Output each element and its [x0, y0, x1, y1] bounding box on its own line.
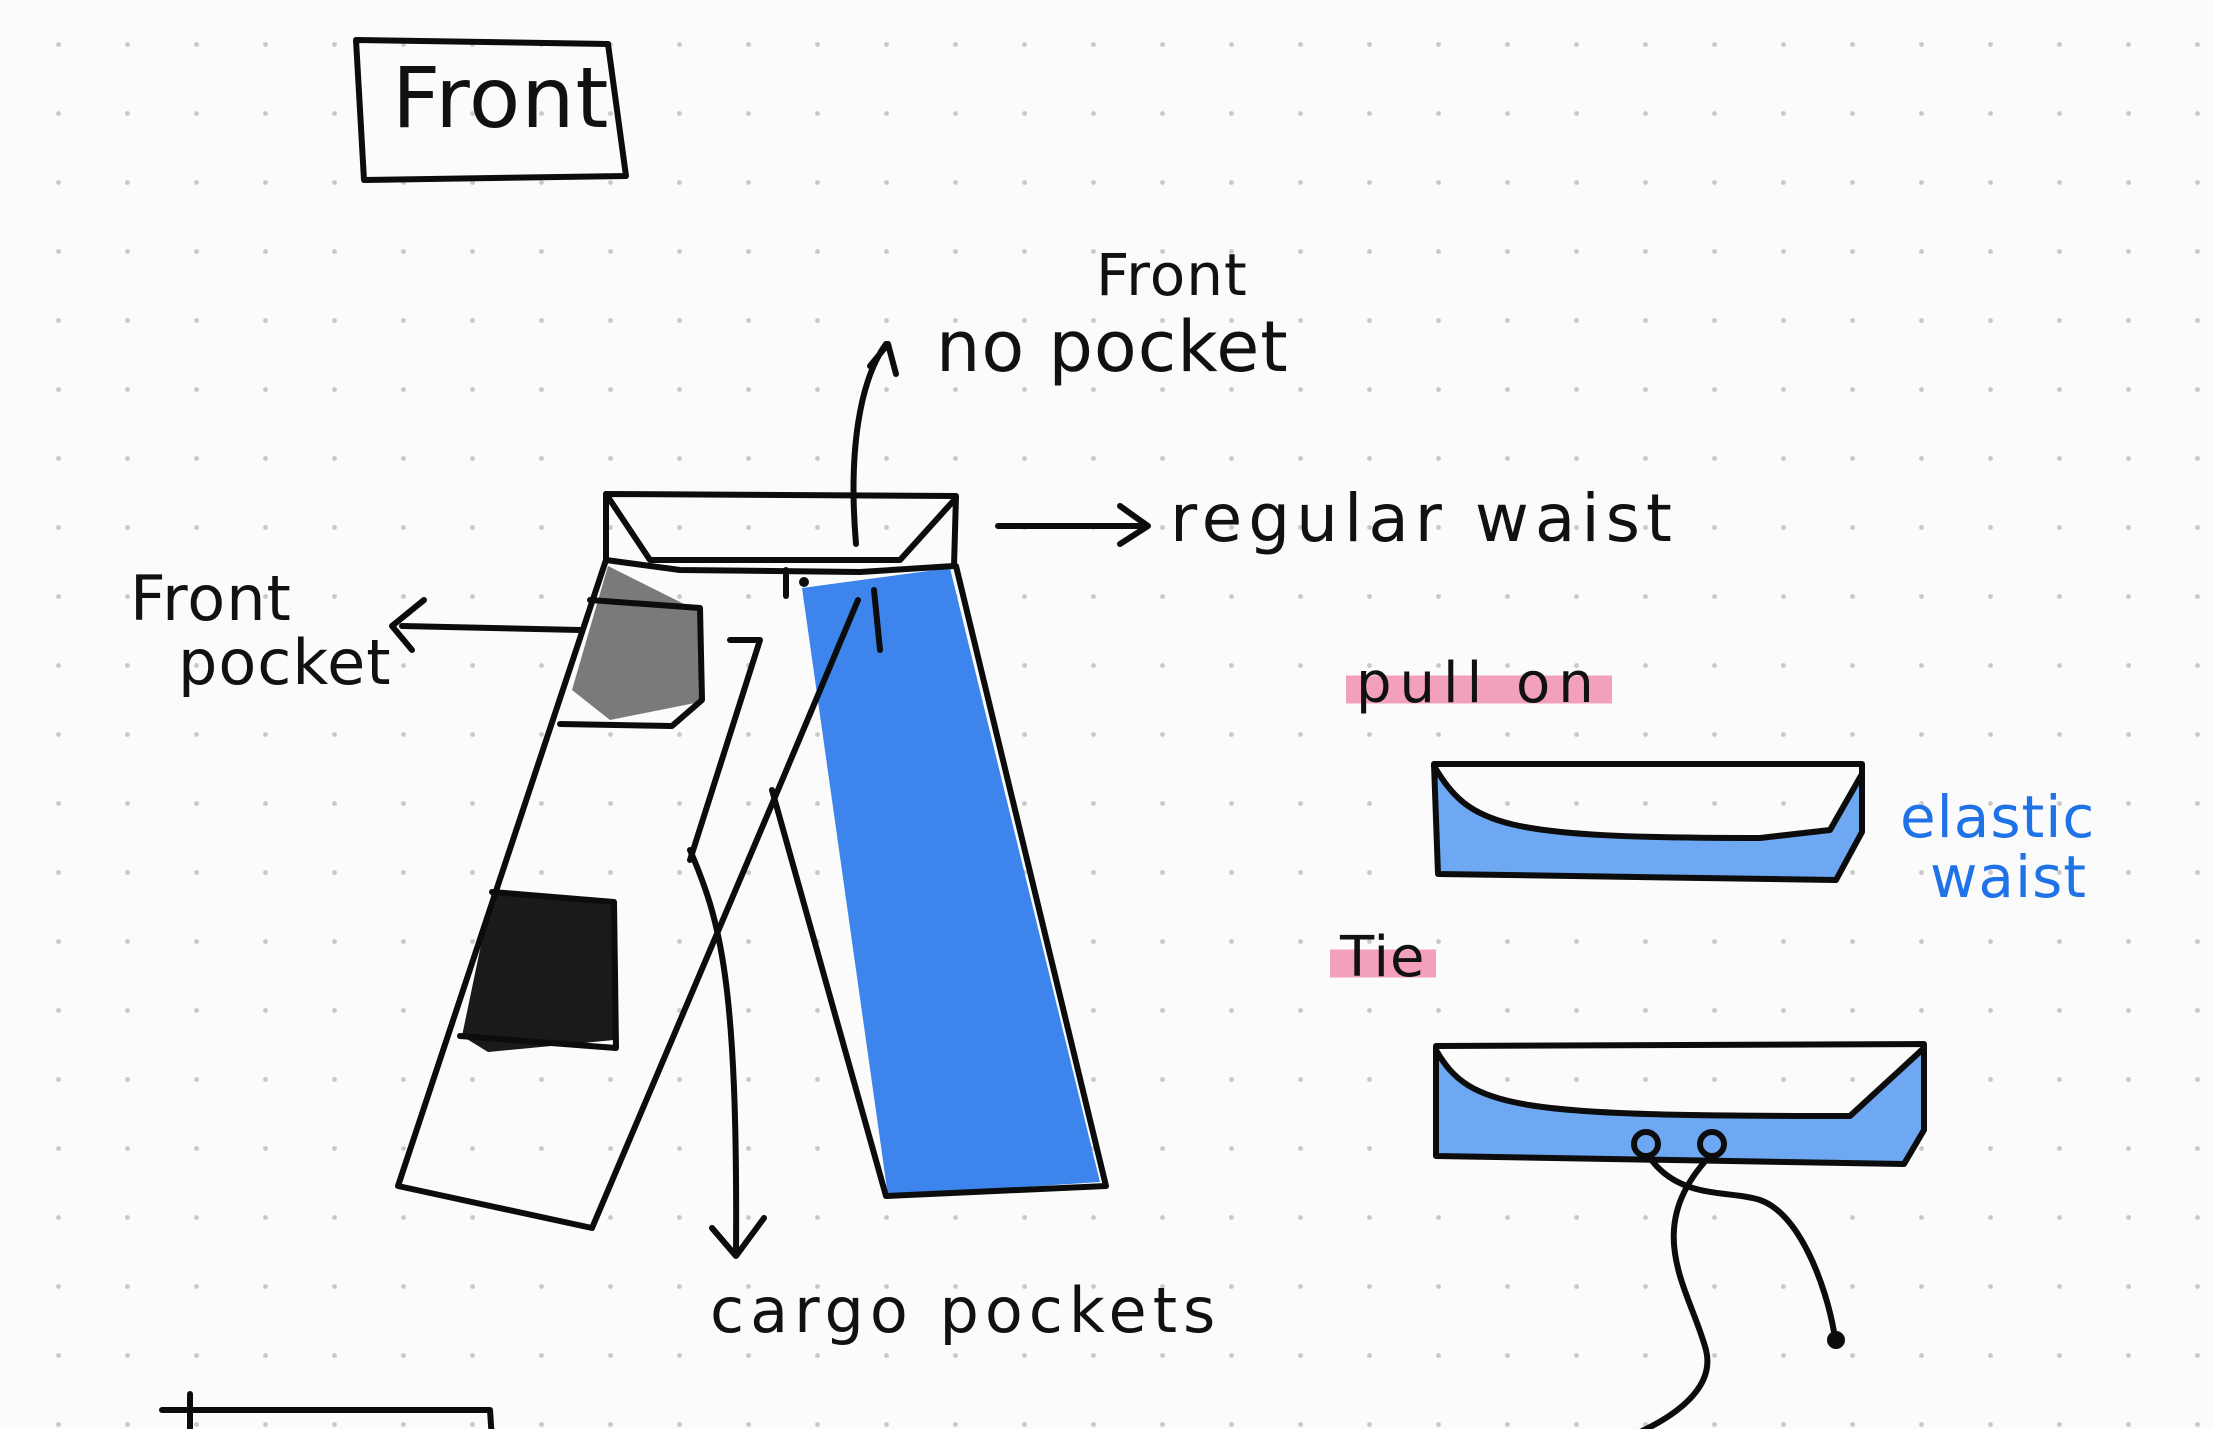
label-regular-waist: regular waist [1170, 480, 1678, 557]
pants-button [799, 577, 809, 587]
label-tie: Tie [1330, 930, 1436, 986]
label-front-pocket-line1: Front [130, 562, 292, 635]
next-sheet-box [159, 1391, 495, 1429]
label-front-no-pocket-line1: Front [1096, 241, 1248, 309]
cargo-pocket-fill [462, 892, 614, 1052]
arrow-regular-waist [995, 503, 1151, 547]
label-pull-on: pull on [1346, 656, 1612, 712]
arrow-front-pocket [389, 597, 583, 653]
title-box [353, 37, 629, 183]
arrow-cargo-pockets [687, 847, 767, 1259]
label-elastic-waist-line2: waist [1930, 843, 2088, 911]
drawstring [1647, 1155, 1837, 1335]
pants-right-leg [769, 563, 1109, 1199]
tie-waistband-fill [1436, 1044, 1924, 1164]
pants-right-leg-fill [802, 568, 1100, 1196]
label-cargo-pockets: cargo pockets [710, 1274, 1222, 1347]
pants-left-leg [395, 557, 861, 1231]
label-front-pocket-line2: pocket [178, 626, 392, 699]
label-front-no-pocket-line2: no pocket [936, 306, 1289, 388]
tie-eyelet-left [1631, 1129, 1661, 1159]
label-elastic-waist-line1: elastic [1900, 783, 2096, 851]
front-pocket-outline [557, 597, 705, 729]
elastic-waistband-outline [1431, 761, 1865, 883]
arrow-front-no-pocket [850, 341, 899, 547]
page-title: Front [392, 49, 610, 147]
pants-waistband-inner [603, 491, 959, 563]
elastic-waistband-fill [1434, 768, 1862, 880]
cargo-pocket-outline [457, 889, 619, 1051]
front-pocket-fill [572, 566, 700, 720]
tie-waistband-outline [1433, 1041, 1927, 1167]
